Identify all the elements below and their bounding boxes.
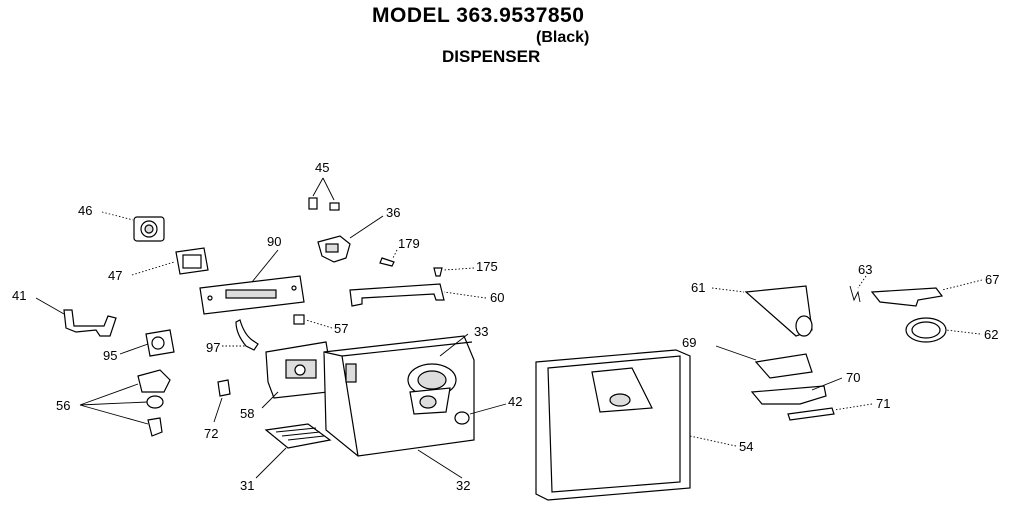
part-175-screw [433, 267, 475, 277]
part-72-latch [213, 379, 231, 423]
part-47-frame [131, 247, 209, 276]
callout-31: 31 [240, 478, 254, 493]
part-67-bracket [870, 279, 983, 307]
part-69-door [715, 345, 813, 379]
callout-95: 95 [103, 348, 117, 363]
part-56-components [79, 369, 171, 437]
part-45-clips [308, 177, 340, 211]
callout-175: 175 [476, 259, 498, 274]
part-60-bracket [349, 283, 487, 307]
callout-67: 67 [985, 272, 999, 287]
callout-97: 97 [206, 340, 220, 355]
callout-36: 36 [386, 205, 400, 220]
part-179-screw [379, 249, 398, 267]
model-title: MODEL 363.9537850 [372, 4, 585, 27]
callout-54: 54 [739, 439, 753, 454]
part-57-block [293, 314, 333, 329]
callout-56: 56 [56, 398, 70, 413]
callout-42: 42 [508, 394, 522, 409]
color-subtitle: (Black) [536, 29, 590, 46]
part-90-panel [199, 249, 305, 315]
callout-33: 33 [474, 324, 488, 339]
part-54-front-panel [535, 349, 737, 501]
callout-45: 45 [315, 160, 329, 175]
callout-46: 46 [78, 203, 92, 218]
callout-62: 62 [984, 327, 998, 342]
callout-57: 57 [334, 321, 348, 336]
callout-90: 90 [267, 234, 281, 249]
part-31-drip-tray [255, 423, 332, 479]
callout-61: 61 [691, 280, 705, 295]
part-95-switch [119, 329, 175, 357]
callout-72: 72 [204, 426, 218, 441]
callout-32: 32 [456, 478, 470, 493]
callout-47: 47 [108, 268, 122, 283]
part-36-bracket [317, 215, 384, 263]
callout-41: 41 [12, 288, 26, 303]
part-70-hinge [750, 377, 843, 405]
part-46-housing [101, 211, 165, 242]
part-42-grommet [454, 403, 507, 425]
callout-60: 60 [490, 290, 504, 305]
part-62-ring [905, 317, 981, 343]
callout-70: 70 [846, 370, 860, 385]
callout-69: 69 [682, 335, 696, 350]
part-63-spring [849, 275, 867, 303]
part-58-bracket-housing [261, 341, 333, 409]
section-title: DISPENSER [442, 47, 541, 66]
part-71-rod [787, 403, 873, 421]
part-41-lever [35, 297, 117, 337]
part-32-main-housing [323, 333, 475, 479]
callout-58: 58 [240, 406, 254, 421]
callout-63: 63 [858, 262, 872, 277]
callout-179: 179 [398, 236, 420, 251]
part-97-arm [222, 319, 259, 351]
callout-71: 71 [876, 396, 890, 411]
part-61-chute [711, 285, 813, 337]
